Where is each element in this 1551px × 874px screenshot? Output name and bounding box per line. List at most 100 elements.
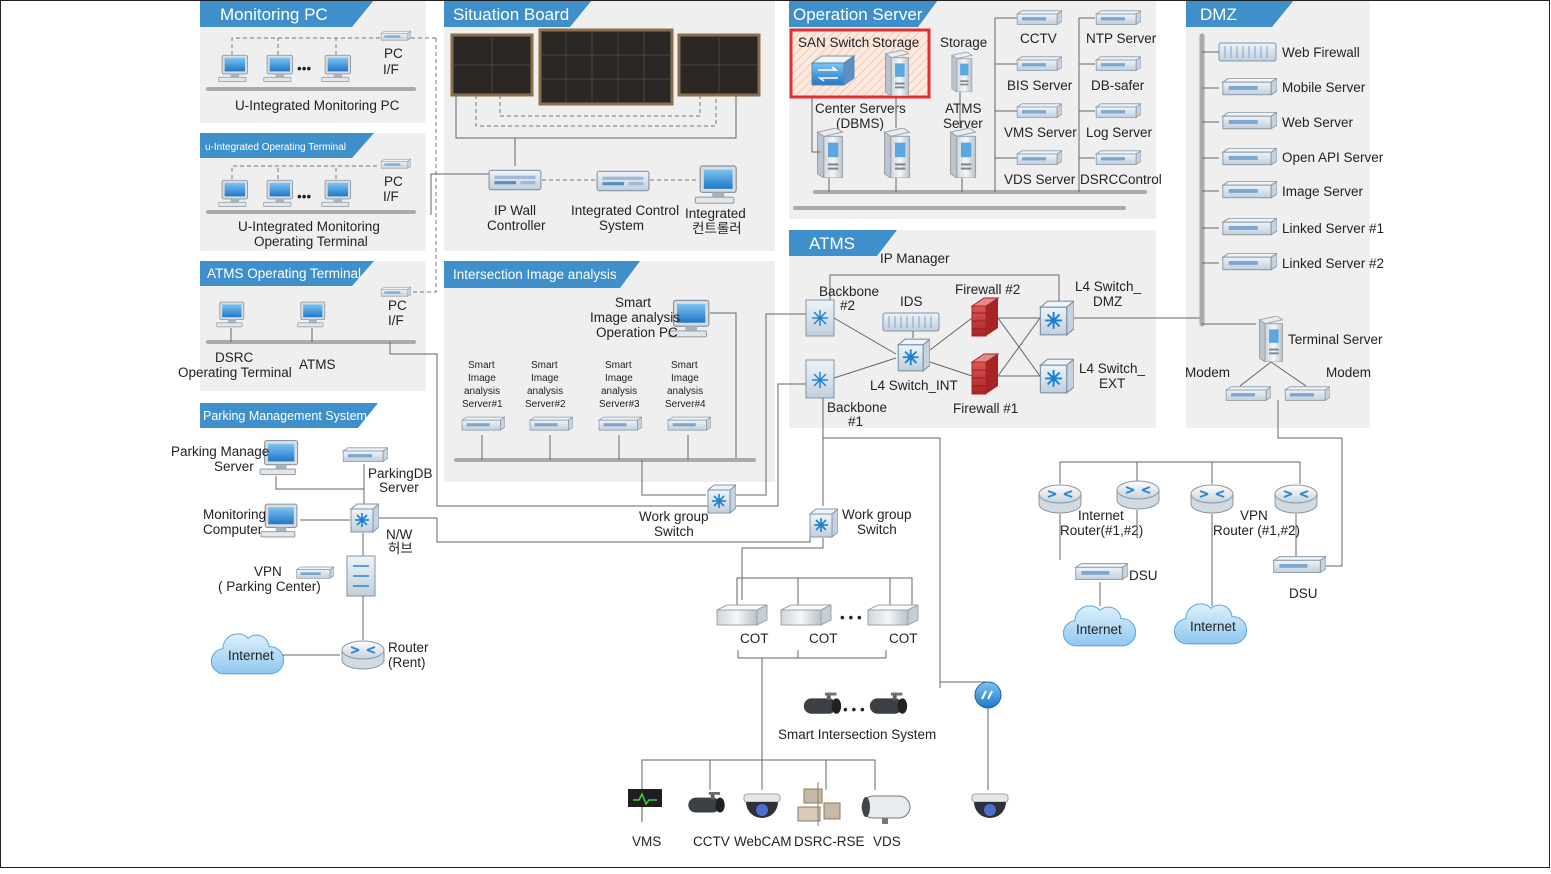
linked-server-2 bbox=[1222, 253, 1277, 271]
dmz-panel: DMZ bbox=[1186, 0, 1370, 428]
internet-router-2 bbox=[1116, 480, 1160, 510]
pc-if-2-line2: I/F bbox=[383, 189, 399, 204]
center-servers-line1: Center Servers bbox=[815, 101, 906, 116]
operation-server-group: SAN Switch Storage Storage Center Server… bbox=[789, 10, 1162, 210]
terminal-pc-3 bbox=[321, 179, 352, 208]
monitoring-pc-3 bbox=[321, 54, 352, 83]
terminal-pc-ellipsis: ••• bbox=[297, 189, 311, 204]
integrated-label-line1: Integrated bbox=[685, 206, 746, 221]
parking-db-line1: ParkingDB bbox=[368, 466, 433, 481]
pc-if-device-1 bbox=[380, 30, 411, 41]
cot-2-label: COT bbox=[809, 631, 838, 646]
dsrc-label-line1: DSRC bbox=[215, 350, 254, 365]
backbone2-line1: Backbone bbox=[819, 284, 879, 299]
pc-if-1-line2: I/F bbox=[383, 62, 399, 77]
parking-internet-label: Internet bbox=[228, 648, 274, 663]
l4-ext-line1: L4 Switch_ bbox=[1079, 361, 1146, 376]
vms-sign-icon bbox=[628, 789, 662, 822]
icc-label-line2: System bbox=[599, 218, 644, 233]
workgroup-switch-intersection bbox=[707, 484, 736, 514]
operation-server-title: Operation Server bbox=[793, 5, 923, 24]
dsrc-label-line2: Operating Terminal bbox=[178, 365, 292, 380]
wg1-line1: Work group bbox=[639, 509, 709, 524]
modem-right-label: Modem bbox=[1326, 365, 1371, 380]
log-server bbox=[1095, 103, 1141, 118]
storage-red-label: Storage bbox=[872, 35, 919, 50]
server3-l2: Image bbox=[605, 373, 633, 384]
dsu-right-label: DSU bbox=[1289, 586, 1318, 601]
server3-l3: analysis bbox=[601, 386, 637, 397]
terminal-caption-line1: U-Integrated Monitoring bbox=[238, 219, 380, 234]
parking-router bbox=[341, 640, 385, 670]
pc-if-1-line1: PC bbox=[384, 46, 403, 61]
cot-ellipsis: • • • bbox=[840, 610, 862, 625]
l4-switch-dmz bbox=[1039, 300, 1074, 336]
bis-label: BIS Server bbox=[1007, 78, 1073, 93]
field-group: Work group Switch • • • COT COT COT • • … bbox=[628, 507, 1009, 849]
situation-board-title: Situation Board bbox=[453, 5, 569, 24]
linked-1-label: Linked Server #1 bbox=[1282, 221, 1384, 236]
backbone2-line2: #2 bbox=[840, 298, 855, 313]
storage-label: Storage bbox=[940, 35, 987, 50]
ntp-server bbox=[1095, 10, 1141, 25]
internet-left-label: Internet bbox=[1076, 622, 1122, 637]
monitoring-pc-title: Monitoring PC bbox=[220, 5, 328, 24]
dsrc-control-server bbox=[1095, 150, 1141, 165]
terminal-pc-1 bbox=[218, 179, 249, 208]
web-firewall-label: Web Firewall bbox=[1282, 45, 1360, 60]
atms-terminal-title: ATMS Operating Terminal bbox=[207, 266, 361, 281]
camera-ellipsis: • • • bbox=[843, 702, 865, 717]
ntp-label: NTP Server bbox=[1086, 31, 1157, 46]
smart-camera-2 bbox=[869, 692, 908, 714]
l4-dmz-line2: DMZ bbox=[1093, 294, 1122, 309]
pc-if-device-3 bbox=[380, 286, 411, 297]
server4-l3: analysis bbox=[667, 386, 703, 397]
parking-vpn-line2: ( Parking Center) bbox=[218, 579, 321, 594]
backbone1-line2: #1 bbox=[848, 414, 863, 429]
dsrc-rse-label: DSRC-RSE bbox=[794, 834, 865, 849]
server1-l2: Image bbox=[468, 373, 496, 384]
pc-if-2-line1: PC bbox=[384, 174, 403, 189]
firewall-1-icon bbox=[970, 353, 1000, 395]
cctv-label: CCTV bbox=[1020, 31, 1057, 46]
parking-db-line2: Server bbox=[379, 480, 419, 495]
linked-2-label: Linked Server #2 bbox=[1282, 256, 1384, 271]
atms-server-line2: Server bbox=[943, 116, 983, 131]
internet-right-label: Internet bbox=[1190, 619, 1236, 634]
ip-wall-label-line2: Controller bbox=[487, 218, 546, 233]
internet-router-1 bbox=[1038, 484, 1082, 514]
server2-l2: Image bbox=[531, 373, 559, 384]
atms-server-line1: ATMS bbox=[945, 101, 982, 116]
webcam-dome-icon bbox=[743, 793, 781, 819]
parking-monitoring-computer bbox=[260, 503, 298, 538]
monitoring-pc-group: ••• PC I/F U-Integrated Monitoring PC bbox=[206, 30, 436, 113]
intersection-group: Smart Image analysis Operation PC Smart … bbox=[454, 295, 806, 539]
dmz-group: Web Firewall Mobile Server Web Server Op… bbox=[1185, 33, 1384, 567]
dsu-left-label: DSU bbox=[1129, 568, 1158, 583]
vms-label: VMS bbox=[632, 834, 661, 849]
parking-db-server bbox=[342, 447, 388, 462]
web-server bbox=[1222, 112, 1277, 130]
op-pc-line2: Image analysis bbox=[590, 310, 680, 325]
cot-3-label: COT bbox=[889, 631, 918, 646]
monitoring-pc-2 bbox=[263, 54, 294, 83]
dsu-left bbox=[1075, 563, 1128, 581]
mobile-server bbox=[1222, 78, 1277, 96]
smart-intersection-label: Smart Intersection System bbox=[778, 727, 936, 742]
vds-label: VDS Server bbox=[1004, 172, 1076, 187]
server2-l4: Server#2 bbox=[525, 399, 566, 410]
terminal-server-label: Terminal Server bbox=[1288, 332, 1383, 347]
modem-left bbox=[1225, 386, 1271, 401]
server1-l3: analysis bbox=[464, 386, 500, 397]
l4-ext-line2: EXT bbox=[1099, 376, 1125, 391]
linked-server-1 bbox=[1222, 218, 1277, 236]
nw-hub-line1: N/W bbox=[386, 527, 413, 542]
atms-title: ATMS bbox=[809, 234, 855, 253]
operating-terminal-group: ••• PC I/F U-Integrated Monitoring Opera… bbox=[206, 158, 416, 249]
cot-1 bbox=[716, 604, 768, 626]
operating-terminal-title: u-Integrated Operating Terminal bbox=[205, 142, 346, 153]
parking-manage-line2: Server bbox=[214, 459, 254, 474]
pc-if-3-line1: PC bbox=[388, 298, 407, 313]
